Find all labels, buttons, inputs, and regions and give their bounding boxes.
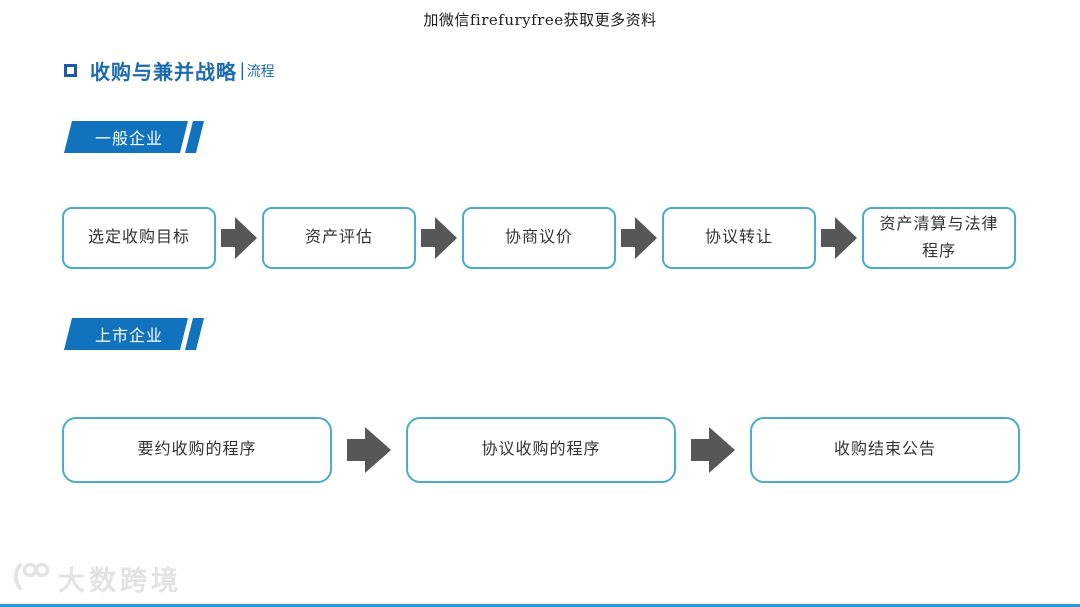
flow-arrow-icon (347, 427, 391, 473)
section-banner-listed: 上市企业 (64, 318, 204, 350)
title-sub-text: 流程 (246, 62, 275, 79)
page-title: 收购与兼并战略 | 流程 (64, 56, 275, 85)
section-banner-label: 上市企业 (94, 328, 163, 345)
brand-name-text: 大数跨境 (58, 566, 182, 596)
flow-step-label: 要约收购的程序 (137, 441, 257, 459)
flow-row-general: 选定收购目标 资产评估 协商议价 协议转让 资产清算与法律程序 (62, 207, 1016, 269)
flow-step-box: 协议转让 (662, 207, 816, 269)
brand-logo-icon (10, 559, 50, 598)
flow-arrow-icon (691, 427, 735, 473)
flow-step-label: 选定收购目标 (87, 229, 190, 247)
flow-step-box: 资产清算与法律程序 (862, 207, 1016, 269)
flow-arrow-icon (621, 217, 657, 259)
section-banner-label: 一般企业 (94, 131, 163, 148)
title-main-text: 收购与兼并战略 (90, 62, 237, 84)
flow-step-label: 资产评估 (304, 229, 373, 247)
flow-step-box: 协商议价 (462, 207, 616, 269)
flow-step-label: 协商议价 (504, 229, 573, 247)
footer-accent-line (0, 604, 1080, 607)
flow-step-label: 收购结束公告 (833, 441, 936, 459)
flow-step-box: 要约收购的程序 (62, 417, 332, 483)
top-watermark-text: 加微信firefuryfree获取更多资料 (423, 11, 657, 29)
square-bullet-icon (64, 64, 77, 77)
flow-arrow-icon (421, 217, 457, 259)
flow-arrow-icon (221, 217, 257, 259)
flow-step-box: 协议收购的程序 (406, 417, 676, 483)
flow-step-label: 资产清算与法律程序 (879, 215, 999, 260)
section-banner-general: 一般企业 (64, 121, 204, 153)
flow-step-label: 协议收购的程序 (481, 441, 601, 459)
flow-step-box: 资产评估 (262, 207, 416, 269)
flow-step-label: 协议转让 (704, 229, 773, 247)
flow-step-box: 选定收购目标 (62, 207, 216, 269)
title-divider: | (240, 60, 245, 80)
flow-arrow-icon (821, 217, 857, 259)
flow-row-listed: 要约收购的程序 协议收购的程序 收购结束公告 (62, 417, 1020, 483)
flow-step-box: 收购结束公告 (750, 417, 1020, 483)
brand-watermark: 大数跨境 (10, 559, 182, 598)
